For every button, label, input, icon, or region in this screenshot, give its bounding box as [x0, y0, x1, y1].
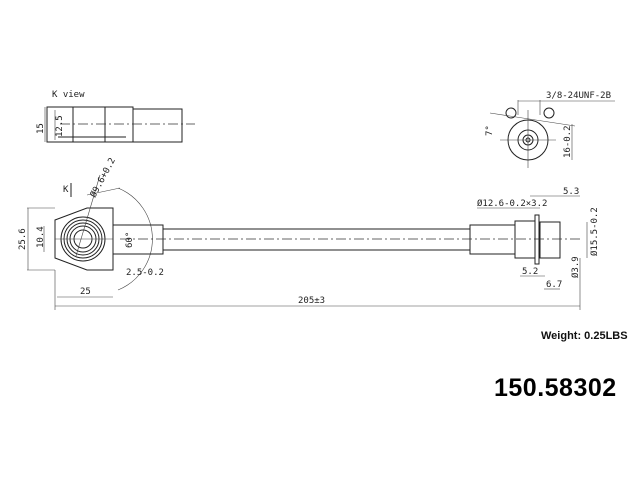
- k-view: K view 15 12.5: [36, 90, 195, 143]
- dim-15: 15: [36, 123, 46, 134]
- k-view-label: K view: [52, 90, 85, 100]
- dim-angle-60: 60°: [125, 232, 135, 248]
- dim-6-7: 6.7: [546, 280, 562, 290]
- dim-10-4: 10.4: [36, 226, 46, 248]
- dim-25: 25: [80, 287, 91, 297]
- dim-25-6: 25.6: [18, 228, 28, 250]
- dim-16: 16-0.2: [563, 125, 573, 158]
- dim-dia-12-6: Ø12.6-0.2×3.2: [477, 198, 547, 209]
- dim-dia-9-6: Ø9.6+0.2: [88, 156, 118, 199]
- dim-2-5: 2.5-0.2: [126, 268, 164, 278]
- dim-15-5: Ø15.5-0.2: [589, 207, 600, 256]
- weight-label: Weight: 0.25LBS: [541, 330, 628, 342]
- dim-5-3: 5.3: [563, 187, 579, 197]
- dim-3-9: Ø3.9: [570, 256, 581, 278]
- dim-205: 205±3: [298, 296, 325, 306]
- dim-thread: 3/8-24UNF-2B: [546, 91, 611, 101]
- dim-angle-7: 7°: [485, 125, 495, 136]
- hose-assembly: Ø9.6+0.2 K 60° 25.6 10.4 2.5-0.2 25 Ø12.…: [18, 156, 600, 310]
- dim-5-2: 5.2: [522, 267, 538, 277]
- end-view: 3/8-24UNF-2B 7° 16-0.2: [485, 91, 615, 168]
- k-marker: K: [63, 185, 69, 195]
- dim-12-5: 12.5: [55, 115, 65, 137]
- part-number: 150.58302: [494, 374, 617, 402]
